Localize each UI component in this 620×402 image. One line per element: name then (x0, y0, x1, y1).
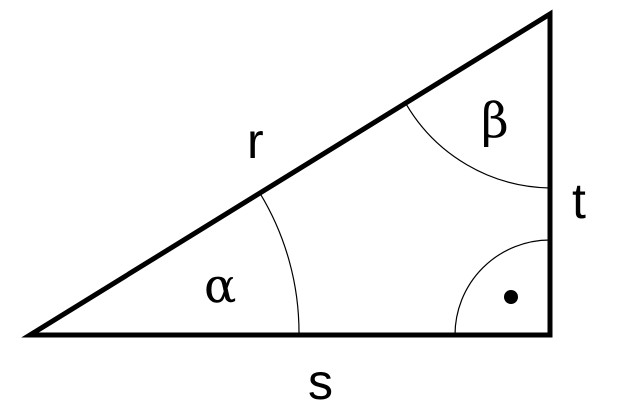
right-angle-dot (504, 290, 518, 304)
label-s: s (308, 354, 333, 402)
angle-arc-alpha (259, 192, 300, 336)
triangle-outline (21, 9, 553, 338)
label-alpha: α (204, 258, 236, 314)
right-angle-arc (454, 239, 551, 336)
angle-arc-beta (405, 102, 551, 189)
label-beta: β (481, 93, 509, 149)
label-t: t (572, 173, 586, 229)
label-r: r (247, 113, 264, 169)
